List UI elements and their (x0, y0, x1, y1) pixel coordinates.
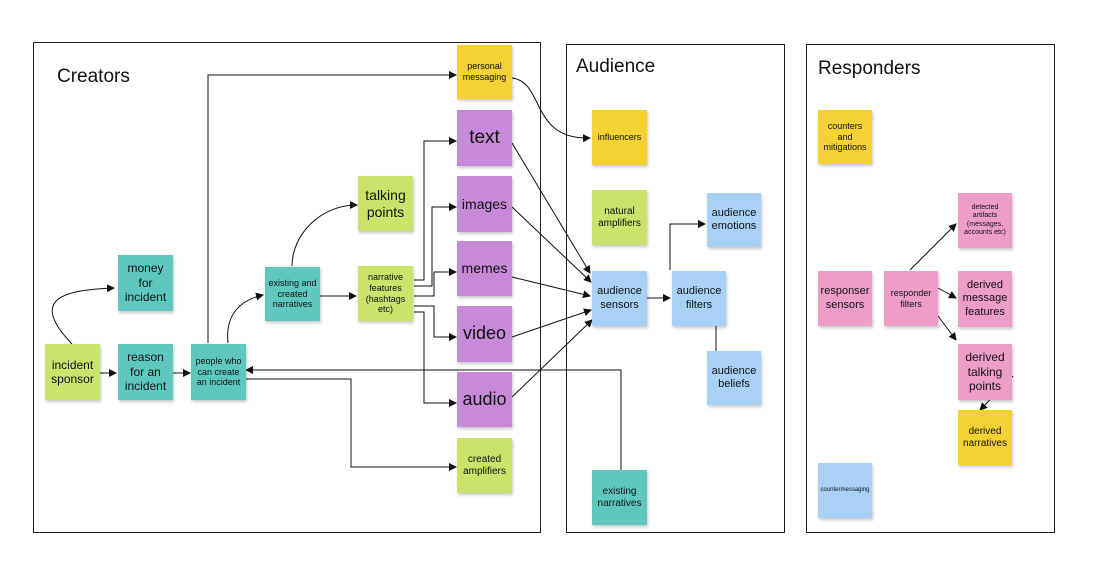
note-responder-filters: responder filters (884, 271, 938, 326)
creators-title: Creators (57, 66, 130, 87)
note-responser-sensors: responser sensors (818, 271, 872, 326)
note-existing-created-narratives: existing and created narratives (265, 267, 320, 321)
note-video: video (457, 306, 512, 362)
responders-title: Responders (818, 58, 921, 79)
note-audience-sensors: audience sensors (592, 271, 647, 326)
note-talking-points: talking points (358, 176, 413, 231)
note-natural-amplifiers: natural amplifiers (592, 190, 647, 245)
note-memes: memes (457, 241, 512, 296)
note-derived-narratives: derived narratives (958, 410, 1012, 465)
note-images: images (457, 176, 512, 232)
note-text: text (457, 110, 512, 166)
note-audience-beliefs: audience beliefs (707, 351, 761, 405)
note-money-for-incident: money for incident (118, 255, 173, 311)
note-narrative-features: narrative features (hashtags etc) (358, 266, 413, 321)
note-audience-filters: audience filters (672, 271, 726, 326)
note-derived-message-features: derived message features (958, 271, 1012, 327)
note-audience-emotions: audience emotions (707, 193, 761, 247)
note-created-amplifiers: created amplifiers (457, 438, 512, 493)
audience-title: Audience (576, 56, 656, 77)
note-influencers: influencers (592, 110, 647, 165)
note-personal-messaging: personal messaging (457, 45, 512, 99)
note-incident-sponsor: incident sponsor (45, 344, 100, 400)
note-countermessaging: countermessaging (818, 463, 872, 518)
note-detected-artifacts: detected artifacts (messages, accounts e… (958, 193, 1012, 248)
note-reason-for-incident: reason for an incident (118, 344, 173, 400)
note-counters-mitigations: counters and mitigations (818, 110, 872, 164)
note-people-who-can-create: people who can create an incident (191, 344, 246, 400)
note-existing-narratives: existing narratives (592, 470, 647, 525)
note-derived-talking-points: derived talking points (958, 344, 1012, 400)
note-audio: audio (457, 372, 512, 427)
